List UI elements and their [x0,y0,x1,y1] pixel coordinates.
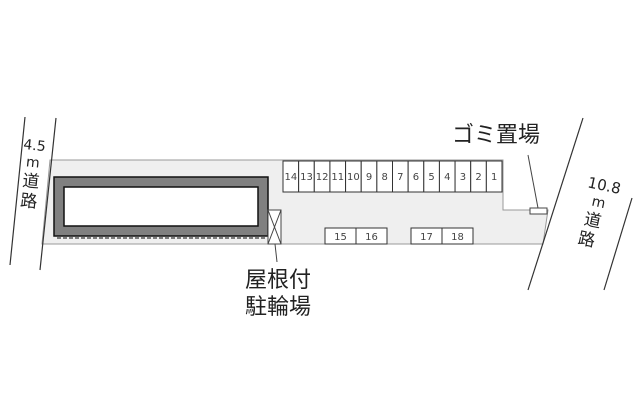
parking-space: 16 [355,227,388,245]
parking-space-number: 17 [420,232,433,243]
parking-space-number: 6 [413,172,419,183]
parking-space: 15 [324,227,357,245]
parking-space: 18 [441,227,474,245]
parking-space: 12 [313,160,331,193]
parking-space: 5 [423,160,440,193]
parking-space: 13 [298,160,315,193]
right-road-label: 10.8 m 道 路 [576,173,622,252]
parking-space-number: 16 [365,232,378,243]
parking-space: 9 [360,160,378,193]
parking-space-number: 7 [397,172,403,183]
parking-space-number: 5 [428,172,434,183]
parking-space: 2 [470,160,487,193]
parking-space-number: 11 [331,172,344,183]
parking-space: 10 [345,160,362,193]
svg-text:道: 道 [21,171,40,193]
bike-shelter-label-1: 屋根付 [245,268,311,293]
svg-text:m: m [25,154,40,171]
bike-shelter [267,209,282,263]
right-road-edge [527,117,584,291]
svg-text:道: 道 [582,209,603,232]
parking-space: 4 [438,160,456,193]
parking-space: 8 [376,160,394,193]
parking-space: 3 [454,160,472,193]
svg-text:路: 路 [576,229,597,252]
parking-space-number: 15 [334,232,347,243]
svg-text:路: 路 [19,191,38,213]
parking-space: 14 [282,160,300,193]
parking-space: 7 [392,160,409,193]
building [53,176,269,239]
parking-space-number: 8 [381,172,387,183]
svg-text:4.5: 4.5 [23,137,47,155]
parking-space: 17 [410,227,443,245]
parking-lower: 15 16 17 18 [324,227,474,245]
parking-space-number: 18 [451,232,464,243]
garbage-label: ゴミ置場 [452,123,540,148]
parking-space-number: 1 [491,172,497,183]
parking-space-number: 14 [284,172,297,183]
left-road-edge [39,117,57,271]
parking-space-number: 10 [347,172,360,183]
right-road-edge [603,197,633,291]
left-road-label: 4.5 m 道 路 [19,137,47,213]
parking-space-number: 9 [366,172,372,183]
parking-space-number: 4 [444,172,450,183]
parking-space-number: 12 [316,172,329,183]
garbage-leader [527,154,539,209]
parking-space: 1 [485,160,503,193]
left-road-edge [9,116,26,266]
svg-text:10.8: 10.8 [586,173,622,198]
parking-space-number: 13 [300,172,313,183]
parking-space-number: 3 [460,172,466,183]
svg-text:m: m [590,194,607,212]
bike-shelter-label-2: 駐輪場 [245,295,311,320]
parking-space: 11 [329,160,347,193]
parking-space-number: 2 [475,172,481,183]
garbage-area [529,207,548,215]
parking-space: 6 [407,160,425,193]
